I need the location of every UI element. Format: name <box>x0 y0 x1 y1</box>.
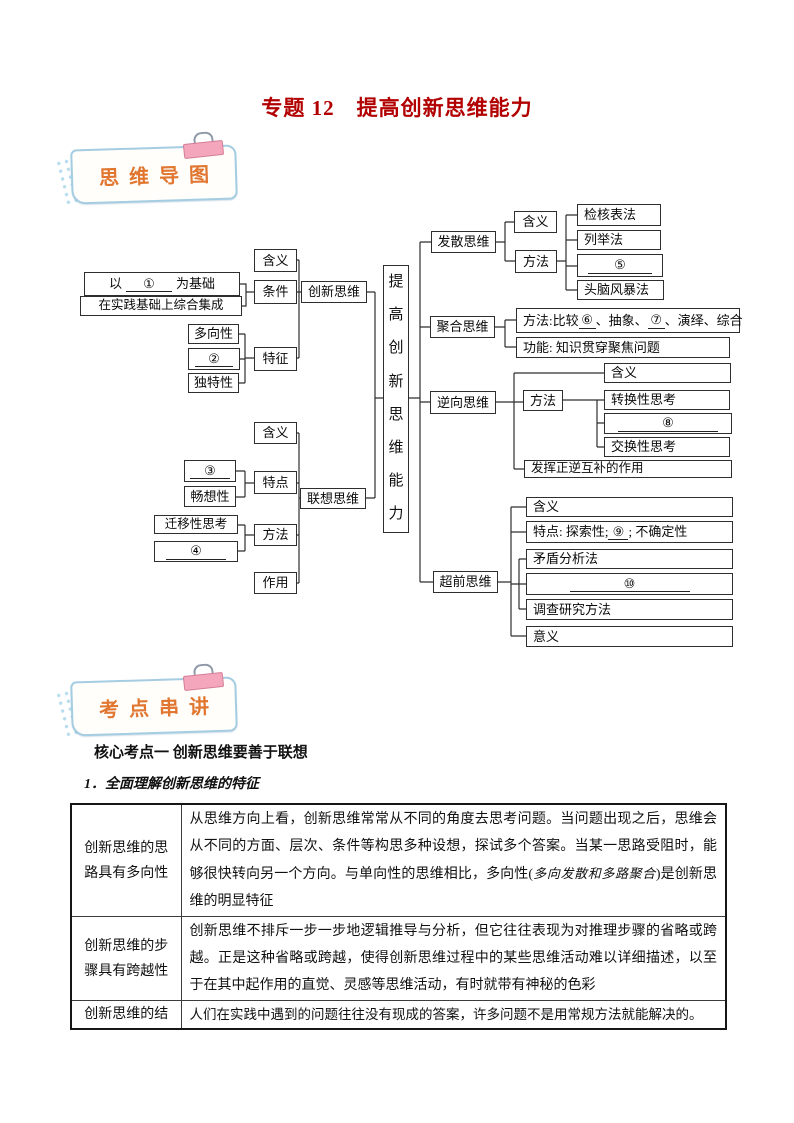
node-based-on-blank-1: 以 ① 为基础 <box>84 272 240 296</box>
node-blank-4: ④ <box>154 541 238 562</box>
node-reverse-thinking: 逆向思维 <box>430 391 496 414</box>
node-convergent-methods: 方法:比较 ⑥ 、抽象、 ⑦ 、演绎、综合 <box>516 308 743 333</box>
node-uniqueness: 独特性 <box>188 373 239 393</box>
right-branch-connectors <box>409 214 604 637</box>
node-meaning-4: 含义 <box>604 363 731 383</box>
node-investigation-method: 调查研究方法 <box>526 599 733 620</box>
innovative-thinking-features-table: 创新思维的思路具有多向性 从思维方向上看，创新思维常常从不同的角度去思考问题。当… <box>70 803 727 1030</box>
node-features: 特点 <box>254 471 297 494</box>
node-exchange-thinking: 交换性思考 <box>604 437 730 457</box>
left-branch-connectors <box>236 259 383 584</box>
node-meaning-2: 含义 <box>254 422 297 444</box>
node-meaning-1: 含义 <box>254 249 297 272</box>
node-contradiction-analysis: 矛盾分析法 <box>526 549 733 569</box>
node-conversion-thinking: 转换性思考 <box>604 390 730 410</box>
desc-cell: 创新思维不排斥一步一步地逻辑推导与分析，但它往往表现为对推理步骤的省略或跨越。正… <box>180 916 727 1001</box>
node-blank-2: ② <box>188 348 240 370</box>
blank-7: ⑦ <box>647 312 665 329</box>
node-free-imagination: 畅想性 <box>184 486 236 507</box>
node-innovative-thinking: 创新思维 <box>301 281 367 303</box>
page-title: 专题 12 提高创新思维能力 <box>261 96 533 120</box>
keypoint-subheading: 1．全面理解创新思维的特征 <box>84 777 259 792</box>
node-conditions: 条件 <box>254 280 297 304</box>
term-cell: 创新思维的结 <box>70 1000 182 1030</box>
blank-9: ⑨ <box>608 524 629 541</box>
kaiti-inline-note: 多向发散和多路聚合 <box>533 866 656 881</box>
node-divergent-thinking: 发散思维 <box>431 231 496 253</box>
node-multidirectional: 多向性 <box>188 324 239 344</box>
node-convergent-function: 功能: 知识贯穿聚焦问题 <box>516 337 730 358</box>
blank-6: ⑥ <box>578 312 596 329</box>
node-forward-features: 特点: 探索性; ⑨ ; 不确定性 <box>526 521 733 543</box>
desc-cell: 人们在实践中遇到的问题往往没有现成的答案，许多问题不是用常规方法就能解决的。 <box>180 1000 727 1030</box>
desc-cell: 从思维方向上看，创新思维常常从不同的角度去思考问题。当问题出现之后，思维会从不同… <box>180 803 727 917</box>
binder-clip-icon <box>182 662 225 692</box>
term-cell: 创新思维的步骤具有跨越性 <box>70 916 182 1001</box>
node-meaning-5: 含义 <box>526 497 733 517</box>
keypoint-heading: 核心考点一 创新思维要善于联想 <box>94 745 308 761</box>
node-significance: 意义 <box>526 626 733 647</box>
node-checklist-method: 检核表法 <box>577 204 661 226</box>
node-characteristics: 特征 <box>254 347 297 371</box>
node-practice-integration: 在实践基础上综合集成 <box>80 296 242 316</box>
node-method-3: 方法 <box>523 390 563 411</box>
node-transfer-thinking: 迁移性思考 <box>154 515 238 534</box>
node-root-improve-innovative-thinking: 提高创新思维能力 <box>383 265 409 533</box>
table-row-result: 创新思维的结 人们在实践中遇到的问题往往没有现成的答案，许多问题不是用常规方法就… <box>70 1000 727 1030</box>
node-blank-10: ⑩ <box>526 573 733 595</box>
node-forward-reverse-complement: 发挥正逆互补的作用 <box>524 460 732 478</box>
keypoints-section-badge: 考点串讲 <box>53 662 238 738</box>
node-blank-8: ⑧ <box>604 413 732 434</box>
node-brainstorming-method: 头脑风暴法 <box>577 280 664 300</box>
node-method-2: 方法 <box>515 250 557 273</box>
clip-body <box>182 671 225 692</box>
node-associative-thinking: 联想思维 <box>300 488 366 509</box>
keypoints-badge-label: 考点串讲 <box>98 695 220 722</box>
node-forward-looking-thinking: 超前思维 <box>433 571 498 593</box>
blank-1: ① <box>126 276 172 293</box>
node-convergent-thinking: 聚合思维 <box>430 316 495 338</box>
node-enumeration-method: 列举法 <box>577 230 661 250</box>
node-method-1: 方法 <box>254 524 297 546</box>
node-blank-3: ③ <box>184 460 236 482</box>
node-meaning-3: 含义 <box>514 211 557 233</box>
term-cell: 创新思维的思路具有多向性 <box>70 803 182 917</box>
node-function: 作用 <box>254 572 297 594</box>
table-row-leaping: 创新思维的步骤具有跨越性 创新思维不排斥一步一步地逻辑推导与分析，但它往往表现为… <box>70 916 727 1001</box>
node-blank-5: ⑤ <box>577 254 663 277</box>
table-row-multidirectional: 创新思维的思路具有多向性 从思维方向上看，创新思维常常从不同的角度去思考问题。当… <box>70 803 727 917</box>
